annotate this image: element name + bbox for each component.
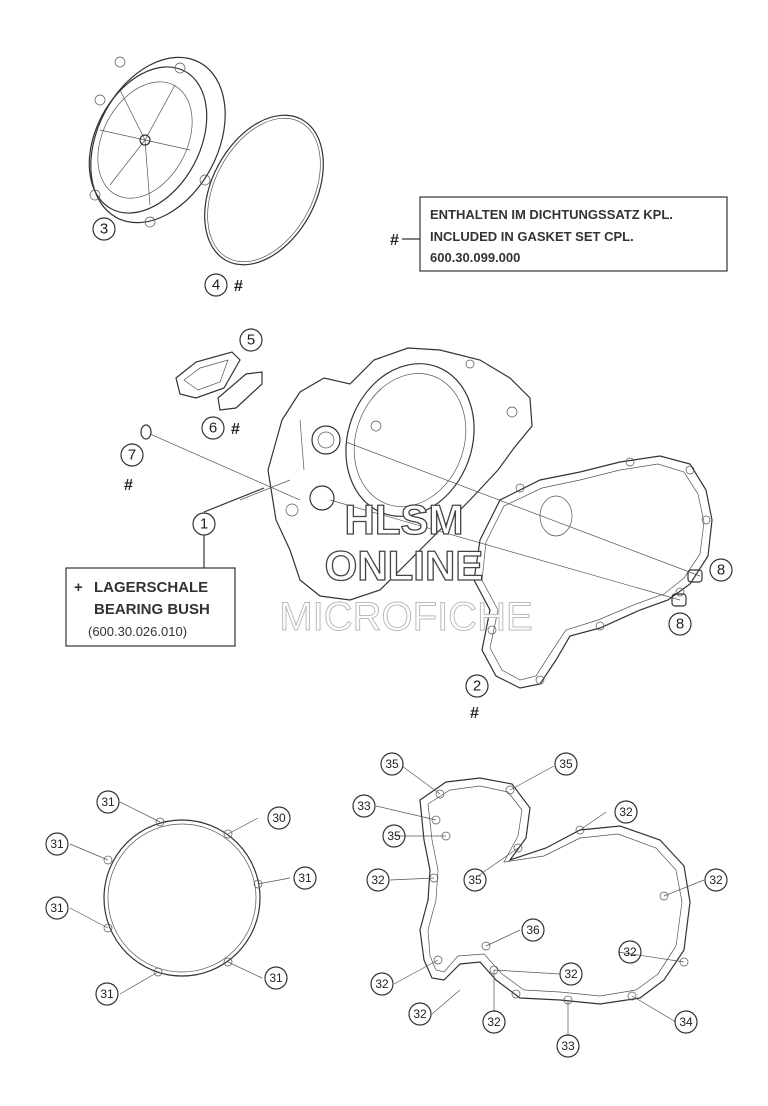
callout-32g: 32	[408, 1002, 432, 1026]
svg-text:3: 3	[100, 221, 108, 238]
svg-text:31: 31	[50, 837, 64, 851]
callout-35d: 35	[463, 868, 487, 892]
part-8-dowels	[671, 569, 703, 607]
part-4-o-ring	[204, 114, 324, 266]
callout-32d: 32	[618, 940, 642, 964]
svg-text:36: 36	[526, 923, 540, 937]
callout-33b: 33	[556, 1034, 580, 1058]
svg-text:ONLINE: ONLINE	[325, 542, 484, 589]
svg-text:32: 32	[487, 1015, 501, 1029]
svg-text:32: 32	[623, 945, 637, 959]
callout-35b: 35	[554, 752, 578, 776]
svg-text:4: 4	[212, 277, 220, 294]
callout-32e: 32	[370, 972, 394, 996]
svg-text:7: 7	[128, 447, 136, 464]
callout-34: 34	[674, 1010, 698, 1034]
svg-text:8: 8	[717, 562, 725, 579]
callout-32a: 32	[614, 800, 638, 824]
part-5-small-cover	[175, 351, 241, 399]
watermark: HLSM ONLINE MICROFICHE	[279, 495, 533, 639]
svg-text:BEARING BUSH: BEARING BUSH	[94, 601, 210, 618]
callout-3: 3	[92, 217, 116, 241]
svg-text:#: #	[231, 421, 240, 438]
svg-text:(600.30.026.010): (600.30.026.010)	[88, 624, 187, 639]
callout-30: 30	[267, 806, 291, 830]
svg-text:31: 31	[100, 987, 114, 1001]
svg-text:35: 35	[559, 757, 573, 771]
svg-text:32: 32	[564, 967, 578, 981]
callout-32c: 32	[704, 868, 728, 892]
svg-text:+: +	[74, 579, 83, 596]
svg-text:INCLUDED IN GASKET SET CPL.: INCLUDED IN GASKET SET CPL.	[430, 229, 634, 244]
svg-text:31: 31	[101, 795, 115, 809]
svg-text:HLSM: HLSM	[345, 496, 464, 543]
svg-text:2: 2	[473, 678, 481, 695]
part-1-clutch-housing	[239, 347, 701, 601]
svg-text:5: 5	[247, 332, 255, 349]
svg-text:30: 30	[272, 811, 286, 825]
callout-35a: 35	[380, 752, 404, 776]
svg-text:#: #	[234, 278, 243, 295]
svg-text:600.30.099.000: 600.30.099.000	[430, 250, 520, 265]
note-bearing-bush: + LAGERSCHALE BEARING BUSH (600.30.026.0…	[65, 567, 236, 647]
svg-text:#: #	[124, 477, 133, 494]
callout-5: 5	[239, 328, 263, 352]
svg-text:35: 35	[468, 873, 482, 887]
callout-32h: 32	[482, 1010, 506, 1034]
svg-text:35: 35	[385, 757, 399, 771]
callout-4: 4 #	[204, 273, 243, 297]
callout-31e: 31	[264, 966, 288, 990]
svg-text:32: 32	[371, 873, 385, 887]
part-3-clutch-cover	[88, 56, 226, 228]
svg-text:32: 32	[375, 977, 389, 991]
callout-7: 7 #	[120, 443, 144, 494]
svg-text:#: #	[470, 705, 479, 722]
callout-6: 6 #	[201, 416, 240, 440]
svg-text:32: 32	[413, 1007, 427, 1021]
part-7-seal	[140, 424, 301, 501]
svg-text:33: 33	[357, 799, 371, 813]
svg-text:LAGERSCHALE: LAGERSCHALE	[94, 579, 208, 596]
callout-8a: 8	[709, 558, 733, 582]
svg-text:ENTHALTEN IM DICHTUNGSSATZ KPL: ENTHALTEN IM DICHTUNGSSATZ KPL.	[430, 207, 673, 222]
svg-text:35: 35	[387, 829, 401, 843]
callout-31c: 31	[293, 866, 317, 890]
callout-31b: 31	[45, 832, 69, 856]
part-6-small-gasket	[217, 371, 263, 411]
callout-8b: 8	[668, 612, 692, 636]
svg-text:#: #	[390, 232, 399, 249]
callout-32f: 32	[559, 962, 583, 986]
callout-31f: 31	[95, 982, 119, 1006]
callout-1: 1	[192, 487, 265, 568]
svg-text:31: 31	[298, 871, 312, 885]
svg-text:31: 31	[269, 971, 283, 985]
callout-35c: 35	[382, 824, 406, 848]
svg-text:1: 1	[200, 516, 208, 533]
callout-33a: 33	[352, 794, 376, 818]
callout-32b: 32	[366, 868, 390, 892]
clutch-cover-gasket-detail	[69, 801, 291, 995]
svg-text:6: 6	[209, 420, 217, 437]
callout-36: 36	[521, 918, 545, 942]
svg-text:MICROFICHE: MICROFICHE	[279, 595, 532, 639]
svg-text:32: 32	[709, 873, 723, 887]
svg-text:33: 33	[561, 1039, 575, 1053]
case-gasket-detail	[375, 765, 705, 1036]
callout-31a: 31	[96, 790, 120, 814]
note-gasket-set: # ENTHALTEN IM DICHTUNGSSATZ KPL. INCLUD…	[390, 196, 728, 272]
svg-text:31: 31	[50, 901, 64, 915]
svg-text:34: 34	[679, 1015, 693, 1029]
part-2-gasket	[473, 455, 713, 689]
callout-2: 2 #	[465, 674, 489, 722]
svg-text:32: 32	[619, 805, 633, 819]
svg-text:8: 8	[676, 616, 684, 633]
callout-31d: 31	[45, 896, 69, 920]
